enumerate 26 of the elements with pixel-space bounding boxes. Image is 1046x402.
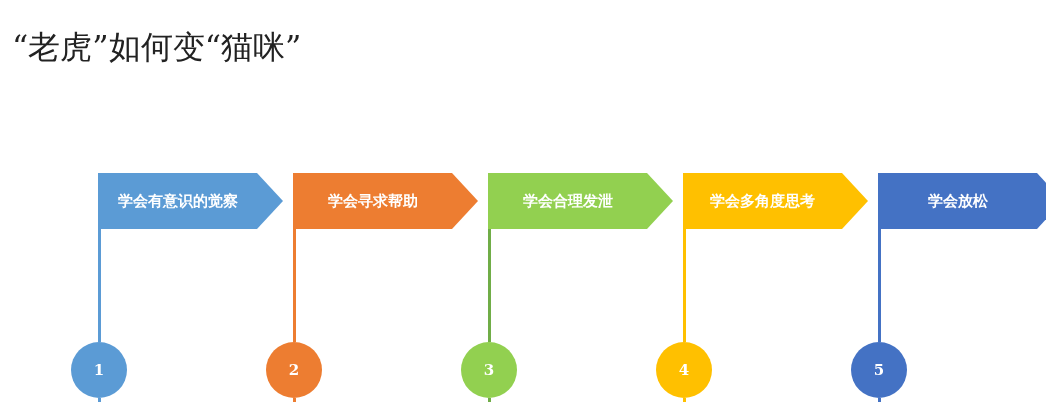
step-number: 1 [93,361,105,379]
step-number: 5 [873,361,885,379]
step-number-circle [851,342,907,398]
flag-banner [488,173,673,229]
step-number-circle [266,342,322,398]
step-number-circle [656,342,712,398]
flag-pole-line [878,229,881,342]
step-number: 3 [483,361,495,379]
flag-pole-line [293,229,296,342]
flag-banner [293,173,478,229]
step-title: 学会多角度思考 [710,191,815,211]
step-number: 4 [678,361,690,379]
flag-pole-line [98,229,101,342]
flag-banner [98,173,283,229]
step-number-circle [71,342,127,398]
step-title: 学会寻求帮助 [327,191,418,211]
step-number: 2 [288,361,300,379]
step-number-circle [461,342,517,398]
step-title: 学会有意识的觉察 [117,191,238,211]
flag-banner [878,173,1046,229]
flag-pole-line [488,229,491,342]
step-title: 学会放松 [927,191,988,211]
step-title: 学会合理发泄 [522,191,613,211]
flag-pole-line [683,229,686,342]
title: “老虎”如何变“猫咪” [12,27,302,68]
flag-banner [683,173,868,229]
